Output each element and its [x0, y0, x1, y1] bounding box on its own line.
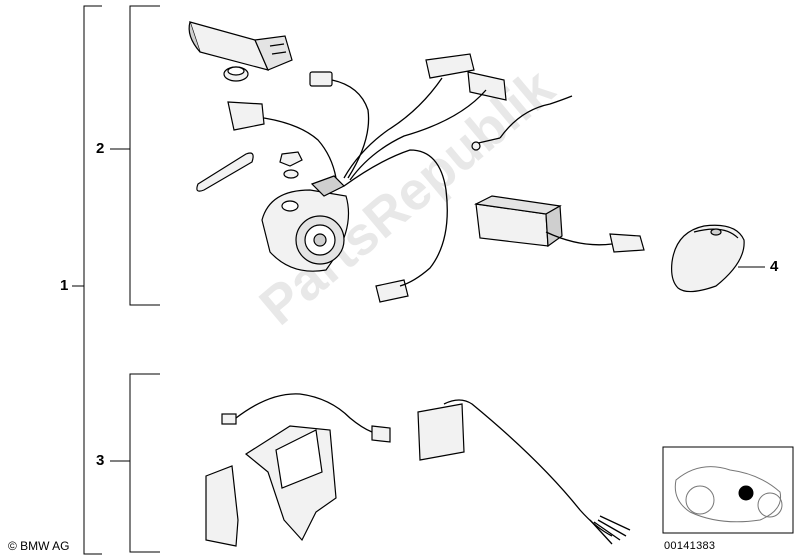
- group-item-3-parts: [205, 403, 465, 547]
- bracket-item-1: [83, 5, 102, 555]
- bracket-item-2: [129, 5, 160, 306]
- label-item-4: 4: [770, 258, 779, 275]
- control-unit-part: [474, 195, 563, 248]
- bracket-item-3: [129, 373, 160, 553]
- nut-part: [279, 151, 303, 167]
- pin-part: [196, 152, 254, 192]
- cable-harness-3: [235, 393, 631, 545]
- plug-connector-part: [375, 279, 409, 303]
- diagram-number: 00141383: [664, 540, 716, 552]
- power-pack-part: [188, 21, 293, 71]
- small-connector-part: [221, 413, 237, 425]
- multi-connector-part: [425, 53, 475, 79]
- connector-part: [309, 71, 333, 87]
- remote-control-part: [671, 224, 745, 293]
- plug-part: [227, 101, 265, 131]
- siren-part: [261, 175, 350, 272]
- label-item-1: 1: [60, 277, 69, 294]
- inset-thumbnail: [662, 446, 794, 534]
- wiring-connector-part: [417, 403, 465, 461]
- plug-3-part: [371, 425, 391, 443]
- location-dot-icon: [738, 485, 754, 501]
- copyright-text: © BMW AG: [8, 539, 70, 553]
- label-item-3: 3: [96, 452, 105, 469]
- holder-part: [205, 465, 239, 547]
- label-item-2: 2: [96, 140, 105, 157]
- group-item-2-parts: [188, 21, 645, 303]
- cable-harness: [263, 77, 613, 287]
- end-connector-part: [609, 233, 645, 253]
